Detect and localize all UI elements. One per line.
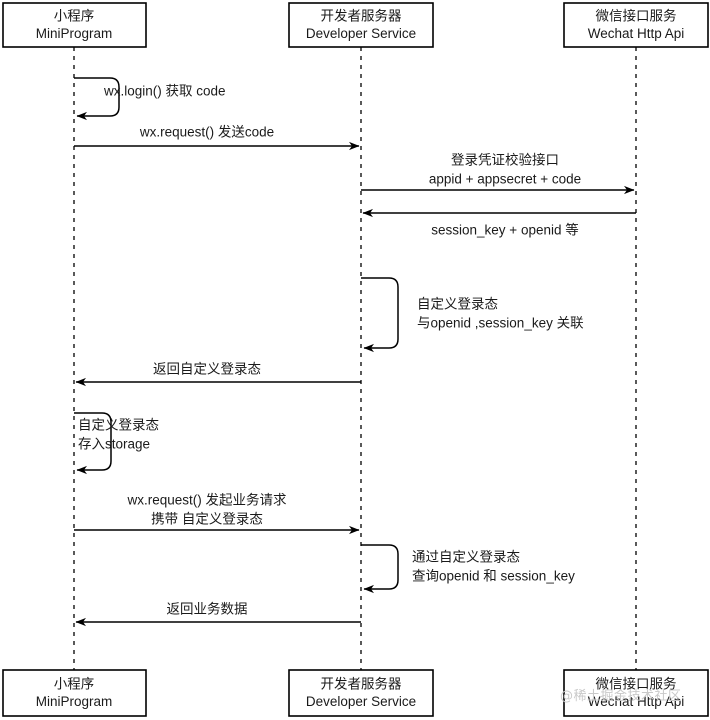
actor-name-cn: 小程序 (54, 676, 95, 691)
msg-return-custom-login-state[interactable]: 返回自定义登录态 (75, 362, 361, 387)
message-label-line: 返回业务数据 (167, 602, 248, 617)
actor-box-miniprogram-bottom[interactable]: 小程序 MiniProgram (2, 669, 147, 717)
actor-box-developer-service-bottom[interactable]: 开发者服务器 Developer Service (288, 669, 434, 717)
msg-session-key-return[interactable]: session_key + openid 等 (362, 208, 636, 238)
actor-box-frame (288, 2, 434, 48)
actor-box-frame (563, 669, 709, 717)
self-message-loop (74, 412, 112, 475)
self-message-loop (361, 544, 399, 594)
messages-layer: wx.login() 获取 code wx.request() 发送code 登录凭… (74, 77, 636, 627)
actor-name-cn: 微信接口服务 (596, 675, 677, 691)
message-label-line: 存入storage (78, 437, 150, 452)
self-message-loop (74, 77, 120, 121)
self-message-loop (361, 277, 399, 353)
message-label-line: wx.request() 发送code (139, 125, 274, 140)
msg-login-verify[interactable]: 登录凭证校验接口 appid + appsecret + code (361, 152, 635, 195)
message-label-line: 登录凭证校验接口 (451, 152, 559, 168)
actor-box-frame (2, 669, 147, 717)
actor-box-frame (2, 2, 147, 48)
actor-name-en: Wechat Http Api (588, 694, 685, 709)
actor-name-cn: 开发者服务器 (321, 676, 402, 691)
actor-name-en: MiniProgram (36, 26, 113, 41)
actor-box-wechat-http-api-bottom[interactable]: 微信接口服务 Wechat Http Api (563, 669, 709, 717)
actor-name-en: Wechat Http Api (588, 26, 685, 41)
actor-name-cn: 小程序 (54, 9, 95, 24)
actor-box-wechat-http-api-top[interactable]: 微信接口服务 Wechat Http Api (563, 2, 709, 48)
actor-name-cn: 开发者服务器 (321, 9, 402, 24)
message-label-line: 通过自定义登录态 (412, 550, 520, 565)
actor-box-frame (563, 2, 709, 48)
actor-box-developer-service-top[interactable]: 开发者服务器 Developer Service (288, 2, 434, 48)
actor-box-frame (288, 669, 434, 717)
msg-wx-request-code[interactable]: wx.request() 发送code (74, 125, 360, 151)
actor-name-en: Developer Service (306, 26, 416, 41)
message-label-line: 返回自定义登录态 (153, 362, 261, 377)
actor-name-cn: 微信接口服务 (596, 8, 677, 24)
actor-name-en: MiniProgram (36, 694, 113, 709)
message-label-line: 自定义登录态 (78, 418, 159, 433)
message-label-line: 自定义登录态 (417, 297, 498, 312)
actor-name-en: Developer Service (306, 694, 416, 709)
actor-box-miniprogram-top[interactable]: 小程序 MiniProgram (2, 2, 147, 48)
msg-wx-login[interactable]: wx.login() 获取 code (74, 77, 226, 121)
msg-return-business-data[interactable]: 返回业务数据 (75, 602, 361, 627)
message-label-line: 与openid ,session_key 关联 (417, 316, 584, 331)
message-label-line: wx.request() 发起业务请求 (126, 493, 287, 508)
message-label-line: appid + appsecret + code (429, 172, 581, 187)
message-label-line: wx.login() 获取 code (103, 84, 226, 99)
message-label-line: session_key + openid 等 (431, 222, 578, 238)
message-label-line: 携带 自定义登录态 (151, 512, 263, 527)
message-label-line: 查询openid 和 session_key (412, 569, 575, 584)
